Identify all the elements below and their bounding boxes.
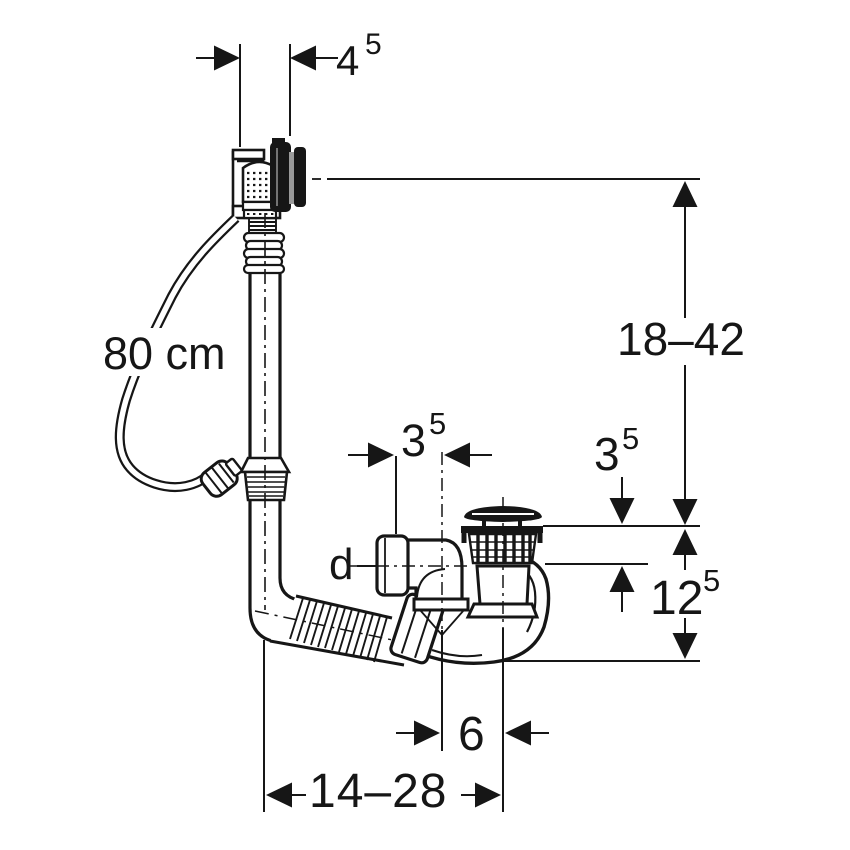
trap-inner-arc [431, 649, 483, 658]
elbow-inner-fillet [416, 568, 446, 598]
arrowhead-left-icon [444, 442, 470, 468]
elbow-body [393, 538, 464, 602]
trap-outer-sweep [404, 555, 551, 666]
centerlines [263, 178, 700, 812]
hose-connector [199, 457, 243, 498]
dim-extension-lines [239, 44, 291, 147]
arrowhead-up-icon [672, 181, 698, 207]
dim-top-width-label: 4 [336, 37, 359, 84]
dim-bottom-offset: 6 [396, 708, 549, 761]
bellows-rib [242, 263, 286, 275]
thread-adapter [243, 470, 289, 502]
dim-offset-left-sup: 5 [429, 406, 446, 441]
thread-collar [248, 218, 277, 233]
arrowhead-right-icon [475, 782, 501, 808]
dim-top-width: 4 5 [196, 28, 382, 147]
pipe-upper-walls [248, 273, 282, 457]
drain-strainer [461, 506, 543, 619]
hose-core [117, 216, 238, 490]
strainer-flange-ring [461, 526, 543, 533]
elbow-outer [248, 563, 273, 643]
knob-groove [289, 152, 295, 204]
overflow-bracket-top [231, 148, 266, 161]
dim-height-range: 18–42 [617, 181, 745, 525]
outlet-elbow [375, 534, 470, 636]
outlet-diameter-annotation: d [329, 540, 377, 589]
tailpiece-hidden-lines [419, 609, 465, 636]
dim-offset-right: 3 5 [594, 421, 639, 612]
dim-trap-depth-sup: 5 [703, 563, 720, 598]
hose-length-annotation: 80 cm [98, 328, 236, 379]
dim-offset-right-label: 3 [594, 428, 620, 480]
overflow-collar-band [241, 200, 275, 212]
dim-bottom-range: 14–28 [266, 765, 501, 818]
dim-top-width-sup: 5 [365, 28, 382, 61]
label-halo [98, 328, 236, 376]
bellows-upper [242, 231, 286, 275]
rotary-knob-outer [294, 147, 306, 207]
arrowhead-down-icon [672, 499, 698, 525]
arrowhead-right-icon [214, 45, 240, 71]
arrowhead-left-icon [290, 45, 316, 71]
corrugation-centerline [254, 610, 403, 643]
dim-trap-depth: 12 5 [650, 529, 720, 659]
dim-offset-right-sup: 5 [622, 421, 639, 456]
thread-lines [247, 476, 285, 497]
basket-slots [476, 535, 532, 562]
hose-nut-ribs [204, 463, 235, 494]
standpipe [238, 213, 299, 643]
dim-bottom-offset-label: 6 [458, 708, 485, 761]
arrowhead-left-icon [505, 720, 531, 746]
hose-tip [224, 457, 243, 477]
arrowhead-down-icon [609, 498, 635, 524]
rotary-knob [270, 142, 291, 212]
arrowhead-down-icon [672, 633, 698, 659]
overflow-rotary-unit [231, 138, 306, 220]
dim-trap-depth-label: 12 [650, 572, 703, 625]
elbow-flange [412, 597, 470, 612]
corrugation-edges [269, 594, 405, 667]
arrowhead-up-icon [609, 566, 635, 592]
hose-length-label: 80 cm [103, 328, 226, 379]
elbow-inner [278, 563, 299, 602]
outlet-diameter-label: d [329, 540, 353, 589]
overflow-hose [114, 214, 243, 498]
arrowhead-up-icon [672, 529, 698, 555]
arrowhead-right-icon [414, 720, 440, 746]
dim-height-range-label: 18–42 [617, 313, 745, 365]
corrugation-ribs [289, 597, 388, 663]
arrowhead-left-icon [266, 782, 292, 808]
cap-stems [482, 520, 522, 528]
flange-lips [461, 528, 543, 543]
dim-bottom-range-label: 14–28 [309, 765, 447, 818]
dim-offset-left: 3 5 [348, 406, 492, 534]
pipe-lower-walls [248, 500, 282, 563]
dim-offset-left-label: 3 [401, 415, 426, 466]
arrowhead-right-icon [368, 442, 394, 468]
